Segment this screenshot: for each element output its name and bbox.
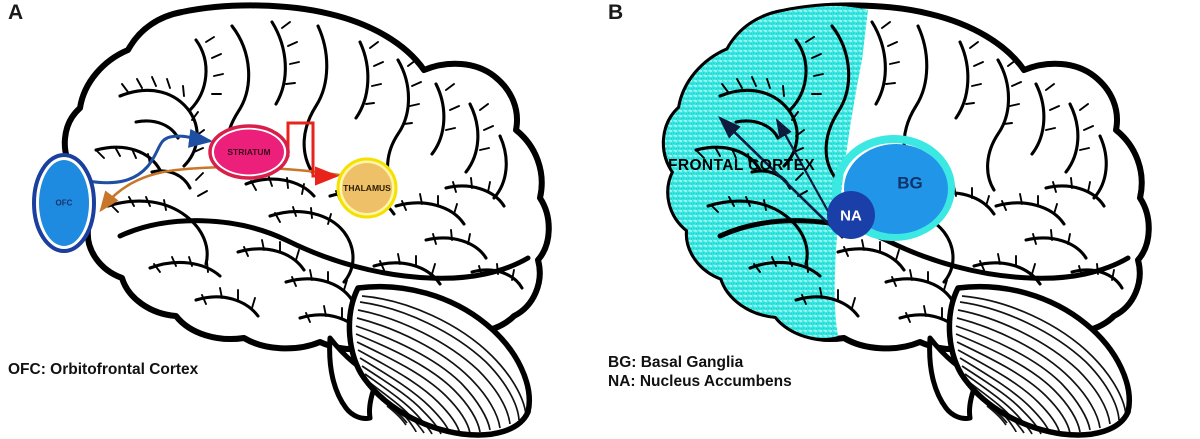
brain-diagram-b: BG NA FRONTAL CORTEX [661, 2, 1152, 438]
legend-a: OFC: Orbitofrontal Cortex [8, 360, 198, 379]
sulci-ticks-b [696, 21, 1115, 327]
arrow-ofc-to-striatum [87, 128, 213, 185]
panel-a-letter: A [8, 1, 24, 24]
sulci-ticks-a [96, 21, 515, 327]
cerebellum-a [346, 283, 532, 438]
lateral-fissure-a [117, 218, 531, 281]
region-frontal-cortex-label: FRONTAL CORTEX [668, 157, 815, 174]
region-thalamus-label: THALAMUS [343, 183, 391, 193]
region-na[interactable]: NA [827, 191, 875, 239]
arrow-bg-to-frontal-cortex [718, 116, 844, 239]
cerebrum-outline-a [61, 2, 552, 353]
legend-a-line-1: OFC: Orbitofrontal Cortex [8, 361, 199, 378]
panel-b: B [600, 0, 1200, 439]
arrow-striatum-to-thalamus [286, 121, 339, 186]
panel-b-letter: B [608, 1, 624, 24]
region-na-label: NA [840, 208, 862, 225]
cerebellum-b [946, 283, 1132, 438]
connections-a [87, 121, 353, 213]
legend-b-line-2: NA: Nucleus Accumbens [608, 373, 792, 390]
brain-diagram-a: OFC STRIATUM THALAMUS [32, 2, 552, 438]
region-striatum[interactable]: STRIATUM [208, 124, 290, 180]
region-ofc[interactable]: OFC [32, 153, 96, 253]
region-ofc-label: OFC [56, 199, 73, 208]
panel-a: A [8, 1, 552, 438]
region-striatum-label: STRIATUM [227, 147, 270, 157]
arrow-thalamus-to-ofc [99, 165, 353, 213]
legend-b: BG: Basal Ganglia NA: Nucleus Accumbens [608, 353, 792, 391]
lateral-fissure-b [717, 218, 1131, 281]
region-bg-label: BG [897, 174, 923, 193]
region-thalamus[interactable]: THALAMUS [336, 157, 398, 219]
legend-b-line-1: BG: Basal Ganglia [608, 354, 744, 371]
